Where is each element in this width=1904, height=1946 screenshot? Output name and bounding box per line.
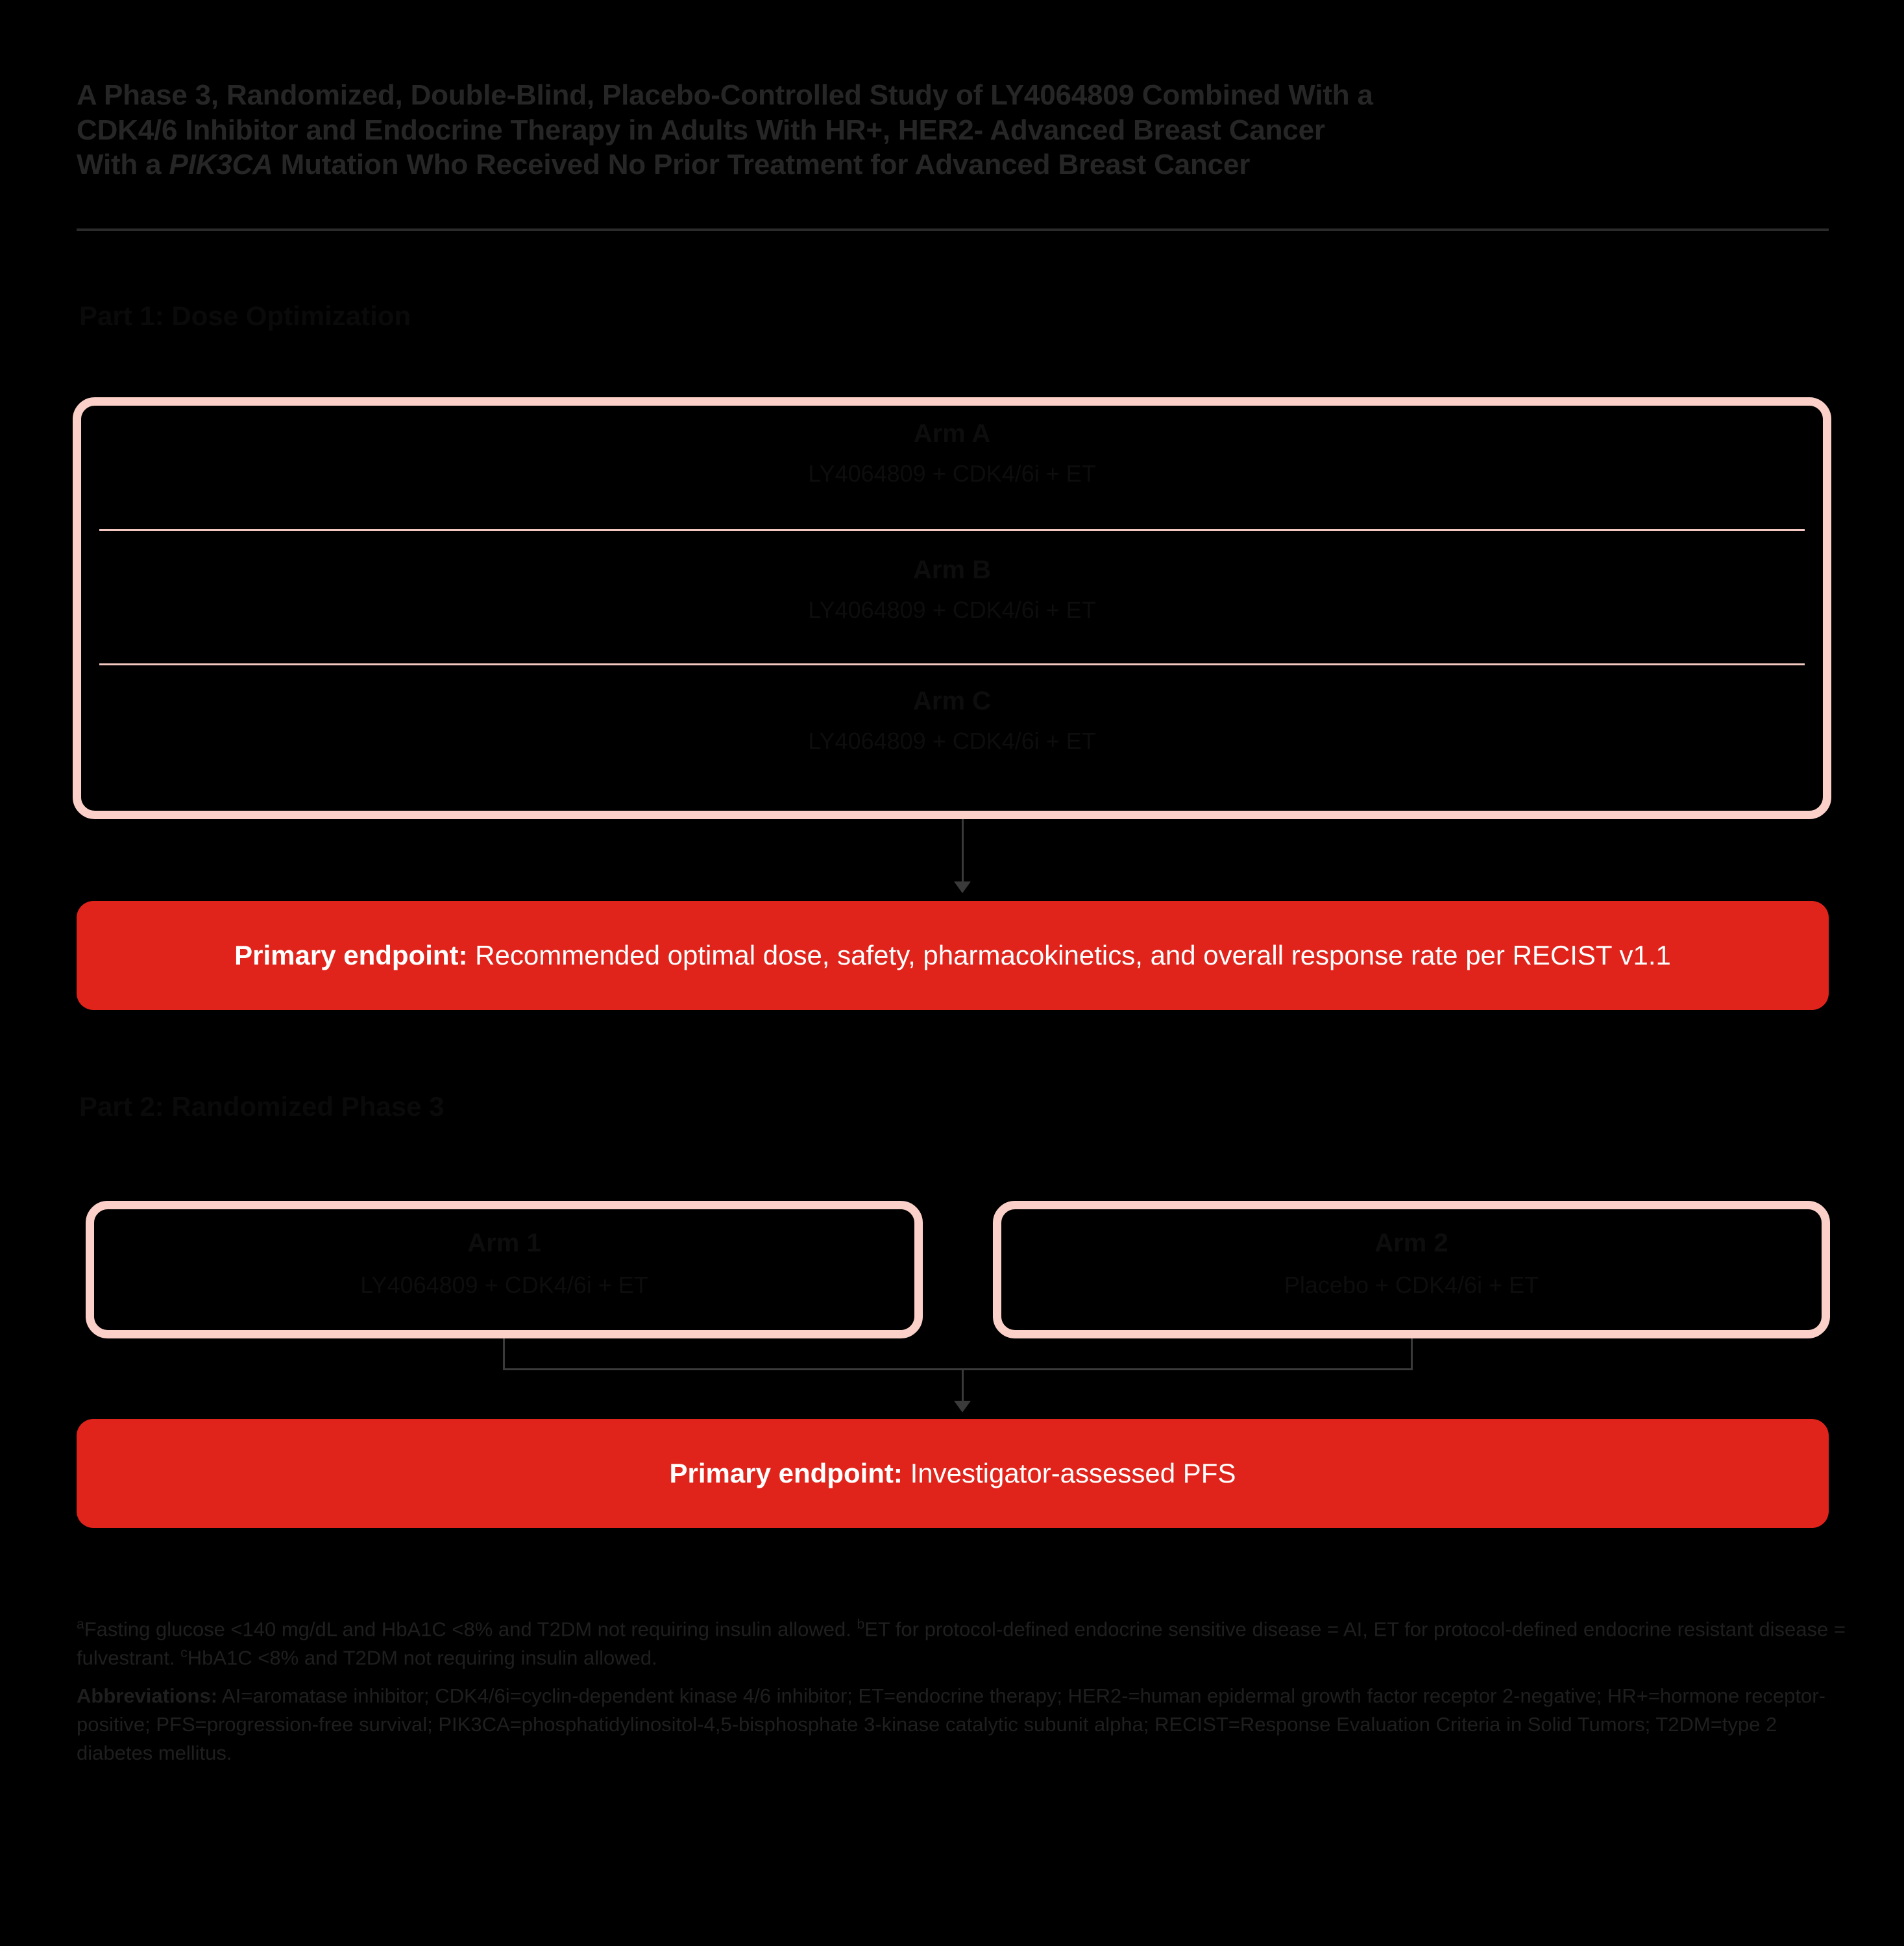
abbreviations-line: Abbreviations: AI=aromatase inhibitor; C…	[77, 1682, 1855, 1767]
banner-1-text: Recommended optimal dose, safety, pharma…	[467, 940, 1671, 971]
part2-arm-2-box: Arm 2 Placebo + CDK4/6i + ET	[993, 1201, 1830, 1338]
part2-arm-1-content: Arm 1 LY4064809 + CDK4/6i + ET	[94, 1226, 914, 1301]
arm-a-title: Arm A	[913, 419, 991, 448]
footnotes-block: aFasting glucose <140 mg/dL and HbA1C <8…	[77, 1615, 1855, 1769]
footnote-marker-c: c	[180, 1645, 188, 1661]
section-header-part1: Part 1: Dose Optimization	[79, 301, 411, 331]
arm-c: Arm C LY4064809 + CDK4/6i + ET	[81, 685, 1823, 757]
connector-arrow-part1	[954, 881, 971, 893]
connector-line-part2	[962, 1368, 964, 1407]
abbreviations-label: Abbreviations:	[77, 1684, 218, 1707]
title-line-2: CDK4/6 Inhibitor and Endocrine Therapy i…	[77, 114, 1325, 146]
banner-2-label: Primary endpoint:	[669, 1458, 903, 1489]
title-line-3-pre: With a	[77, 149, 169, 181]
primary-endpoint-banner-part2: Primary endpoint: Investigator-assessed …	[77, 1419, 1829, 1528]
footnote-marker-a: a	[77, 1617, 84, 1632]
abbreviations-text: AI=aromatase inhibitor; CDK4/6i=cyclin-d…	[77, 1684, 1825, 1764]
arm-a-regimen: LY4064809 + CDK4/6i + ET	[808, 460, 1096, 487]
arm-divider-2	[99, 663, 1805, 665]
connector-arrow-part2	[954, 1401, 971, 1412]
part2-arm-1-box: Arm 1 LY4064809 + CDK4/6i + ET	[86, 1201, 923, 1338]
arm-a: Arm A LY4064809 + CDK4/6i + ET	[81, 417, 1823, 489]
footnote-c-text: HbA1C <8% and T2DM not requiring insulin…	[187, 1646, 657, 1669]
part2-arm-2-title: Arm 2	[1374, 1229, 1448, 1257]
footnote-a-text: Fasting glucose <140 mg/dL and HbA1C <8%…	[84, 1618, 857, 1641]
arm-b: Arm B LY4064809 + CDK4/6i + ET	[81, 554, 1823, 626]
section-header-part2: Part 2: Randomized Phase 3	[79, 1091, 445, 1122]
footnote-superscripts-line: aFasting glucose <140 mg/dL and HbA1C <8…	[77, 1615, 1855, 1673]
connector-line-part1	[962, 819, 964, 891]
title-divider-rule	[77, 228, 1829, 231]
title-gene-name: PIK3CA	[169, 149, 273, 181]
title-line-1: A Phase 3, Randomized, Double-Blind, Pla…	[77, 79, 1373, 111]
title-line-3-post: Mutation Who Received No Prior Treatment…	[273, 149, 1251, 181]
arm-c-regimen: LY4064809 + CDK4/6i + ET	[808, 728, 1096, 754]
arm-b-title: Arm B	[912, 556, 992, 584]
arm-c-title: Arm C	[912, 687, 992, 715]
part1-arms-box: Arm A LY4064809 + CDK4/6i + ET Arm B LY4…	[73, 397, 1831, 819]
arm-b-regimen: LY4064809 + CDK4/6i + ET	[808, 597, 1096, 623]
connector-line-arm2	[1411, 1338, 1413, 1370]
footnote-b-text: ET for protocol-defined endocrine sensit…	[77, 1618, 1846, 1669]
part2-arm-1-regimen: LY4064809 + CDK4/6i + ET	[360, 1272, 648, 1298]
footnote-spacer	[77, 1674, 1855, 1682]
part2-arm-2-content: Arm 2 Placebo + CDK4/6i + ET	[1001, 1226, 1822, 1301]
page-title: A Phase 3, Randomized, Double-Blind, Pla…	[77, 78, 1829, 182]
connector-bracket-horizontal	[503, 1368, 1413, 1370]
connector-line-arm1	[503, 1338, 505, 1370]
footnote-marker-b: b	[857, 1617, 865, 1632]
part2-arm-2-regimen: Placebo + CDK4/6i + ET	[1284, 1272, 1539, 1298]
part2-arm-1-title: Arm 1	[467, 1229, 541, 1257]
banner-2-text: Investigator-assessed PFS	[902, 1458, 1236, 1489]
arm-divider-1	[99, 529, 1805, 531]
banner-1-label: Primary endpoint:	[234, 940, 468, 971]
primary-endpoint-banner-part1: Primary endpoint: Recommended optimal do…	[77, 901, 1829, 1010]
